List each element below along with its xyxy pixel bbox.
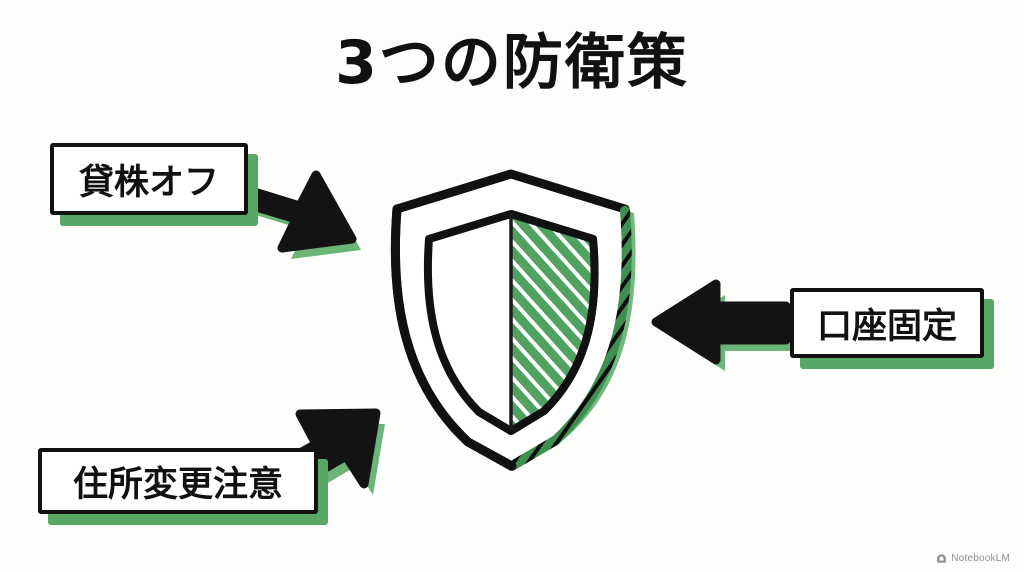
watermark-text: NotebookLM xyxy=(951,553,1010,564)
arrow-left-icon xyxy=(651,279,795,371)
shield-icon xyxy=(390,169,636,471)
watermark: NotebookLM xyxy=(936,553,1010,564)
notebooklm-logo-icon xyxy=(937,554,947,563)
callout-label-lend-off[interactable]: 貸株オフ xyxy=(50,143,248,215)
callout-label-account-fixed[interactable]: 口座固定 xyxy=(790,288,984,358)
callout-label-address-change-caution[interactable]: 住所変更注意 xyxy=(38,448,318,514)
page-title: 3つの防衛策 xyxy=(335,28,689,98)
